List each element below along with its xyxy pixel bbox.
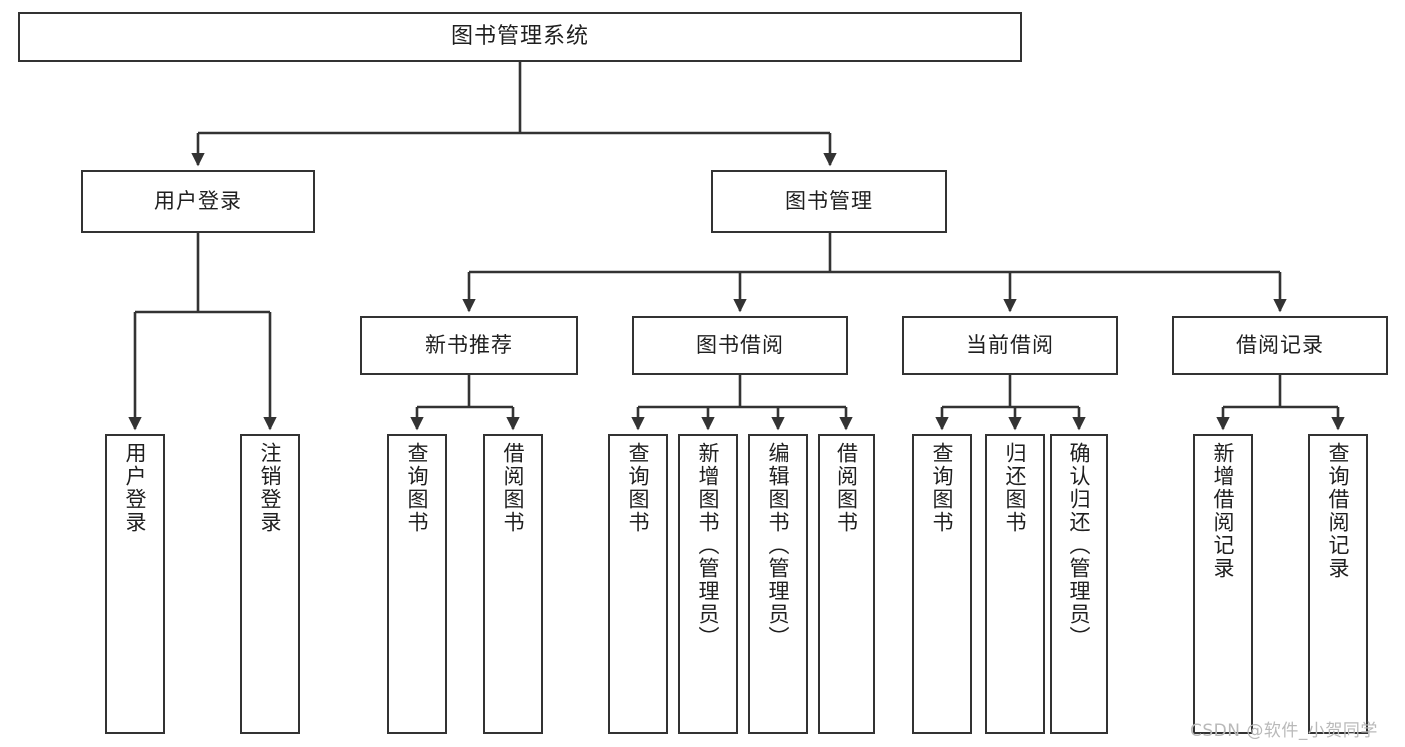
node-book-manage-label: 图书管理 [785,189,873,214]
node-leaf-confirm-return-label: 确认归还（管理员） [1067,442,1092,649]
node-leaf-confirm-return[interactable]: 确认归还（管理员） [1050,434,1108,734]
node-leaf-query-record[interactable]: 查询借阅记录 [1308,434,1368,734]
node-leaf-query-book-3-label: 查询图书 [930,442,955,534]
node-leaf-user-logout[interactable]: 注销登录 [240,434,300,734]
node-leaf-edit-book-label: 编辑图书（管理员） [766,442,791,649]
csdn-watermark: CSDN @软件_小贺同学 [1190,721,1378,741]
node-current-borrow-label: 当前借阅 [966,333,1054,358]
node-leaf-return-book[interactable]: 归还图书 [985,434,1045,734]
node-book-borrow-label: 图书借阅 [696,333,784,358]
node-book-borrow[interactable]: 图书借阅 [632,316,848,375]
node-borrow-record-label: 借阅记录 [1236,333,1324,358]
node-leaf-user-logout-label: 注销登录 [258,442,283,534]
node-leaf-add-book[interactable]: 新增图书（管理员） [678,434,738,734]
node-user-login[interactable]: 用户登录 [81,170,315,233]
node-leaf-borrow-book-2[interactable]: 借阅图书 [818,434,875,734]
node-root[interactable]: 图书管理系统 [18,12,1022,62]
node-leaf-return-book-label: 归还图书 [1003,442,1028,534]
node-leaf-query-book-1[interactable]: 查询图书 [387,434,447,734]
node-leaf-add-record[interactable]: 新增借阅记录 [1193,434,1253,734]
node-leaf-query-book-2[interactable]: 查询图书 [608,434,668,734]
node-leaf-user-login[interactable]: 用户登录 [105,434,165,734]
node-leaf-query-record-label: 查询借阅记录 [1326,442,1351,580]
node-current-borrow[interactable]: 当前借阅 [902,316,1118,375]
node-leaf-user-login-label: 用户登录 [123,442,148,534]
node-leaf-query-book-2-label: 查询图书 [626,442,651,534]
node-leaf-borrow-book-1[interactable]: 借阅图书 [483,434,543,734]
node-leaf-borrow-book-2-label: 借阅图书 [834,442,859,534]
node-root-label: 图书管理系统 [450,24,589,50]
node-leaf-query-book-3[interactable]: 查询图书 [912,434,972,734]
node-leaf-add-record-label: 新增借阅记录 [1211,442,1236,580]
node-new-book-rec[interactable]: 新书推荐 [360,316,578,375]
node-leaf-edit-book[interactable]: 编辑图书（管理员） [748,434,808,734]
node-leaf-borrow-book-1-label: 借阅图书 [501,442,526,534]
node-user-login-label: 用户登录 [154,189,242,214]
node-borrow-record[interactable]: 借阅记录 [1172,316,1388,375]
node-leaf-query-book-1-label: 查询图书 [405,442,430,534]
node-new-book-rec-label: 新书推荐 [425,333,513,358]
node-book-manage[interactable]: 图书管理 [711,170,947,233]
node-leaf-add-book-label: 新增图书（管理员） [696,442,721,649]
